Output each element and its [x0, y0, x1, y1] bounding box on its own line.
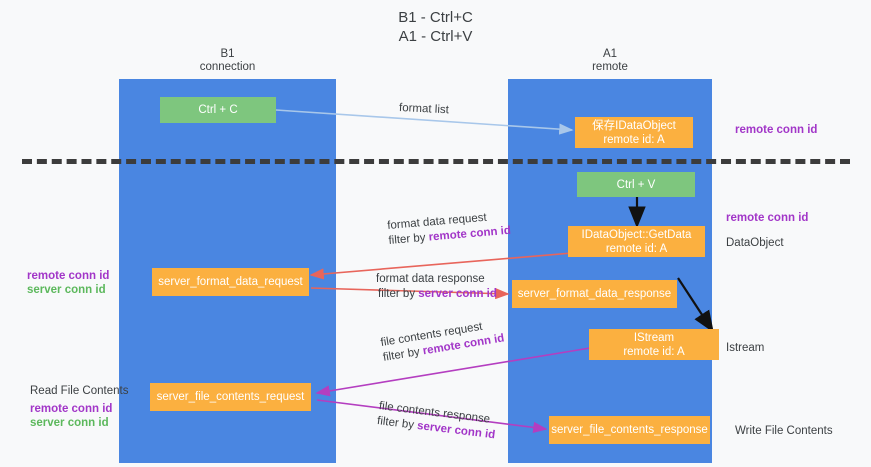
edge-label-format-data-response-filter: filter by server conn id [376, 287, 497, 302]
box-getdata-line1: IDataObject::GetData [581, 228, 692, 241]
edge-label-file-contents-response: file contents response filter by server … [376, 399, 498, 443]
box-getdata-line2: remote id: A [605, 242, 668, 255]
filter-prefix: filter by [388, 231, 430, 247]
annotation-dataobject: DataObject [726, 237, 784, 249]
filter-prefix: filter by [376, 414, 418, 432]
annotation-remote-conn-id-mid: remote conn id [726, 212, 809, 224]
annotation-istream: Istream [726, 342, 765, 354]
box-save-idataobject-line1: 保存IDataObject [592, 119, 676, 132]
section-divider [22, 159, 850, 164]
annotation-remote-conn-id-top: remote conn id [735, 124, 818, 136]
edge-label-file-contents-request: file contents request filter by remote c… [380, 317, 506, 366]
box-ctrl-v-label: Ctrl + V [616, 178, 656, 191]
box-save-idataobject[interactable]: 保存IDataObject remote id: A [575, 117, 693, 148]
box-server-file-contents-response[interactable]: server_file_contents_response [549, 416, 710, 444]
box-istream-line1: IStream [633, 331, 675, 344]
box-server-file-contents-request-label: server_file_contents_request [156, 391, 305, 403]
filter-prefix: filter by [378, 288, 419, 300]
box-server-file-contents-request[interactable]: server_file_contents_request [150, 383, 311, 411]
annotation-left-server-conn-id-mid: server conn id [27, 284, 106, 296]
annotation-write-file-contents: Write File Contents [735, 425, 833, 437]
box-server-format-data-request[interactable]: server_format_data_request [152, 268, 309, 296]
edge-label-format-list: format list [399, 101, 449, 118]
box-server-file-contents-response-label: server_file_contents_response [551, 424, 708, 436]
filter-key-server-conn-id: server conn id [418, 288, 497, 300]
annotation-left-remote-conn-id-bottom: remote conn id [30, 403, 113, 415]
edge-label-format-data-response-text: format data response [376, 273, 485, 285]
box-server-format-data-request-label: server_format_data_request [158, 276, 303, 288]
page-title: B1 - Ctrl+C A1 - Ctrl+V [398, 9, 473, 45]
box-save-idataobject-line2: remote id: A [603, 133, 665, 146]
annotation-left-server-conn-id-bottom: server conn id [30, 417, 109, 429]
box-ctrl-c[interactable]: Ctrl + C [160, 97, 276, 123]
box-server-format-data-response-label: server_format_data_response [517, 288, 672, 300]
column-header-b1: B1 connection [199, 48, 256, 73]
box-ctrl-v[interactable]: Ctrl + V [577, 172, 695, 197]
edge-label-format-data-response: format data response filter by server co… [376, 272, 497, 302]
box-istream-line2: remote id: A [623, 345, 685, 358]
annotation-read-file-contents: Read File Contents [30, 385, 129, 397]
edge-label-format-list-text: format list [398, 102, 450, 117]
annotation-left-remote-conn-id-mid: remote conn id [27, 270, 110, 282]
box-istream[interactable]: IStream remote id: A [589, 329, 719, 360]
box-server-format-data-response[interactable]: server_format_data_response [512, 280, 677, 308]
edge-label-format-data-request: format data request filter by remote con… [387, 209, 512, 249]
column-header-a1: A1 remote [592, 48, 628, 73]
box-ctrl-c-label: Ctrl + C [198, 104, 238, 116]
box-idataobject-getdata[interactable]: IDataObject::GetData remote id: A [568, 226, 705, 257]
